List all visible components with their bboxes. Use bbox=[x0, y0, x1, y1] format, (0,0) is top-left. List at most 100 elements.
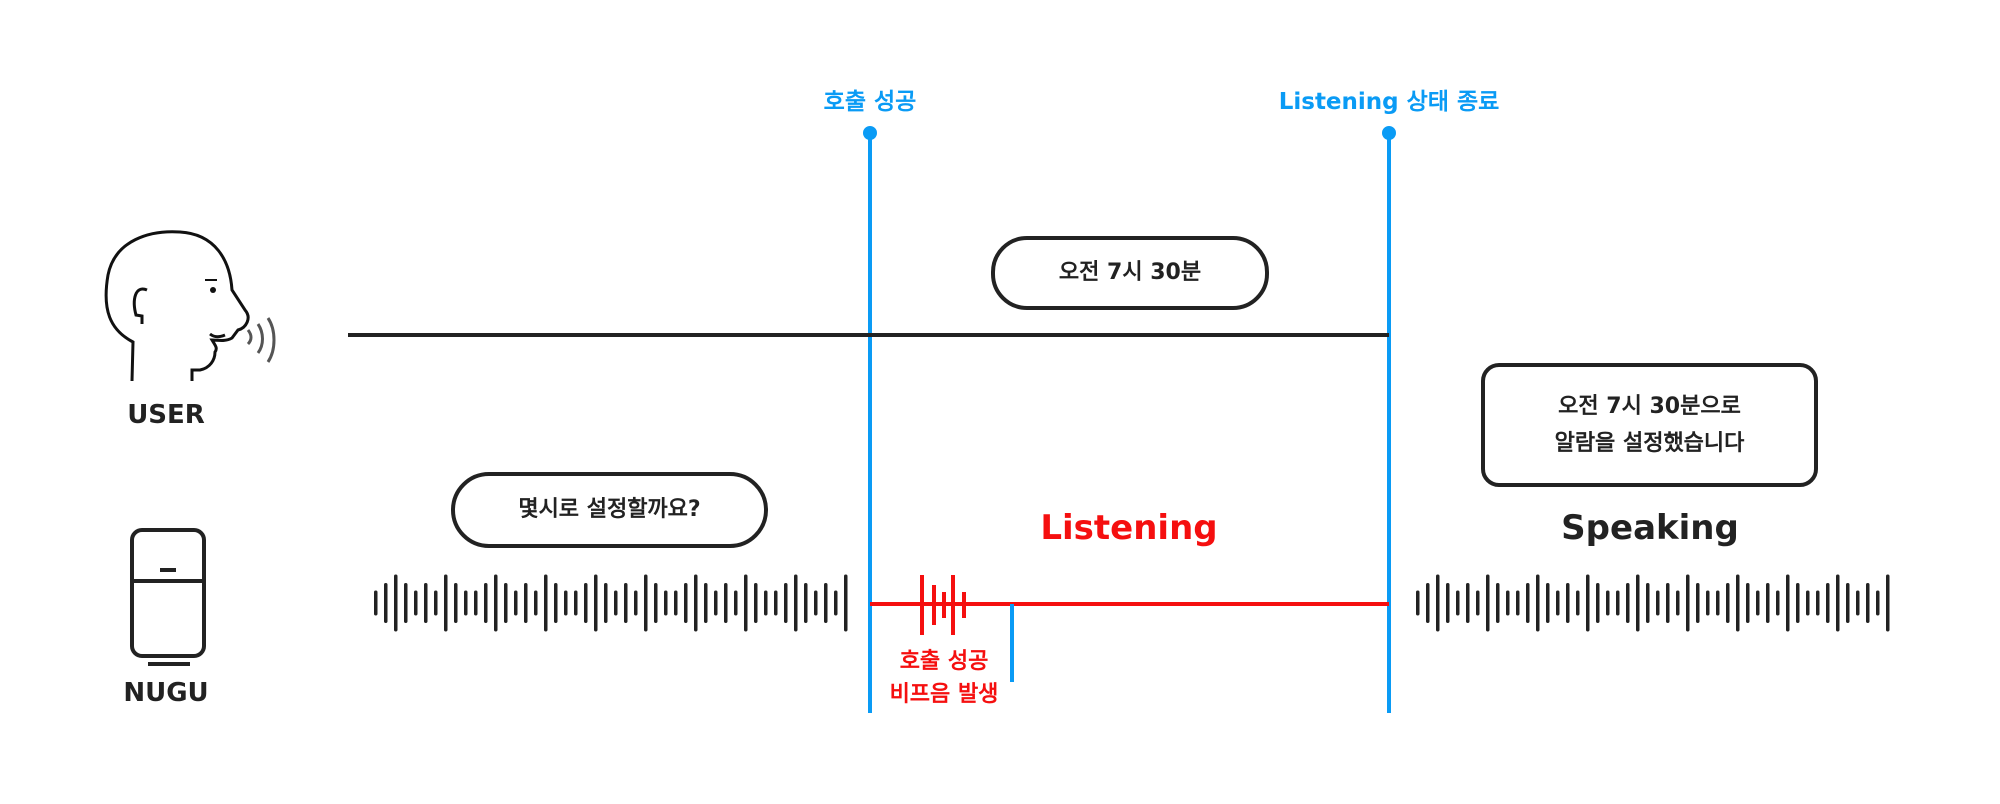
waveform-bar bbox=[1566, 583, 1570, 623]
waveform-bar bbox=[1476, 590, 1480, 616]
waveform-bar bbox=[1576, 590, 1580, 616]
waveform-bar bbox=[614, 590, 618, 616]
waveform-bar bbox=[1816, 590, 1820, 616]
waveform-bar bbox=[1666, 583, 1670, 623]
waveform-bar bbox=[1496, 583, 1500, 623]
waveform-bar bbox=[604, 583, 608, 623]
waveform-bar bbox=[514, 590, 518, 616]
speech-bubble-user: 오전 7시 30분 bbox=[991, 236, 1269, 310]
waveform-bar bbox=[1866, 583, 1870, 623]
waveform-bar bbox=[374, 590, 378, 616]
marker-label-call-success: 호출 성공 bbox=[823, 89, 917, 115]
waveform-bar bbox=[664, 590, 668, 616]
waveform-bar bbox=[404, 583, 408, 623]
waveform-bar bbox=[704, 583, 708, 623]
waveform-bar bbox=[774, 590, 778, 616]
waveform-bar bbox=[1486, 574, 1490, 632]
waveform-bar bbox=[384, 583, 388, 623]
waveform-bar bbox=[1876, 590, 1880, 616]
waveform-bar bbox=[1686, 574, 1690, 632]
waveform-bar bbox=[1416, 590, 1420, 616]
marker-line-call-success bbox=[868, 133, 872, 713]
waveform-bar bbox=[1656, 590, 1660, 616]
user-timeline bbox=[348, 333, 1389, 337]
waveform-bar bbox=[494, 574, 498, 632]
waveform-bar bbox=[594, 574, 598, 632]
waveform-bar bbox=[484, 583, 488, 623]
nugu-speaker-icon bbox=[130, 528, 206, 666]
speech-bubble-nugu-response: 오전 7시 30분으로 알람을 설정했습니다 bbox=[1481, 363, 1818, 487]
waveform-bar bbox=[794, 574, 798, 632]
waveform-bar bbox=[1546, 583, 1550, 623]
waveform-bar bbox=[1536, 574, 1540, 632]
nugu-response-waveform bbox=[1416, 574, 1890, 632]
waveform-bar bbox=[1506, 590, 1510, 616]
waveform-bar bbox=[654, 583, 658, 623]
listening-timeline bbox=[870, 602, 1389, 606]
waveform-bar bbox=[1796, 583, 1800, 623]
waveform-bar bbox=[624, 583, 628, 623]
waveform-bar bbox=[804, 583, 808, 623]
waveform-bar bbox=[1636, 574, 1640, 632]
waveform-bar bbox=[1846, 583, 1850, 623]
user-utterance-text: 오전 7시 30분 bbox=[1058, 260, 1202, 286]
waveform-bar bbox=[394, 574, 398, 632]
waveform-bar bbox=[574, 590, 578, 616]
waveform-bar bbox=[734, 590, 738, 616]
waveform-bar bbox=[1836, 574, 1840, 632]
waveform-bar bbox=[414, 590, 418, 616]
waveform-bar bbox=[524, 583, 528, 623]
waveform-bar bbox=[584, 583, 588, 623]
waveform-bar bbox=[784, 583, 788, 623]
waveform-bar bbox=[1556, 590, 1560, 616]
beep-note-line2: 비프음 발생 bbox=[889, 682, 999, 707]
waveform-bar bbox=[1426, 583, 1430, 623]
waveform-bar bbox=[814, 590, 818, 616]
waveform-bar bbox=[1586, 574, 1590, 632]
waveform-bar bbox=[1676, 590, 1680, 616]
nugu-question-waveform bbox=[374, 574, 848, 632]
waveform-bar bbox=[1826, 583, 1830, 623]
waveform-bar bbox=[674, 590, 678, 616]
waveform-bar bbox=[534, 590, 538, 616]
actor-label-user: USER bbox=[127, 400, 205, 430]
waveform-bar bbox=[1806, 590, 1810, 616]
waveform-bar bbox=[1886, 574, 1890, 632]
waveform-bar bbox=[434, 590, 438, 616]
waveform-bar bbox=[684, 583, 688, 623]
waveform-bar bbox=[844, 574, 848, 632]
waveform-bar bbox=[1646, 583, 1650, 623]
waveform-bar bbox=[1766, 583, 1770, 623]
waveform-bar bbox=[1756, 590, 1760, 616]
waveform-bar bbox=[1726, 583, 1730, 623]
waveform-bar bbox=[1716, 590, 1720, 616]
waveform-bar bbox=[1746, 583, 1750, 623]
waveform-bar bbox=[1786, 574, 1790, 632]
waveform-bar bbox=[644, 574, 648, 632]
beep-note: 호출 성공 비프음 발생 bbox=[890, 645, 999, 711]
waveform-bar bbox=[1446, 583, 1450, 623]
waveform-bar bbox=[1776, 590, 1780, 616]
waveform-bar bbox=[714, 590, 718, 616]
beep-end-marker bbox=[1010, 604, 1014, 682]
waveform-bar bbox=[564, 590, 568, 616]
nugu-response-line1: 오전 7시 30분으로 bbox=[1558, 393, 1741, 419]
waveform-bar bbox=[1696, 583, 1700, 623]
waveform-bar bbox=[694, 574, 698, 632]
user-head-icon bbox=[104, 230, 276, 382]
waveform-bar bbox=[1626, 583, 1630, 623]
waveform-bar bbox=[1456, 590, 1460, 616]
waveform-bar bbox=[454, 583, 458, 623]
waveform-bar bbox=[1706, 590, 1710, 616]
waveform-bar bbox=[1466, 583, 1470, 623]
waveform-bar bbox=[834, 590, 838, 616]
nugu-response-line2: 알람을 설정했습니다 bbox=[1554, 431, 1745, 456]
beep-sound-icon bbox=[920, 575, 966, 635]
waveform-bar bbox=[1736, 574, 1740, 632]
waveform-bar bbox=[504, 583, 508, 623]
waveform-bar bbox=[754, 583, 758, 623]
waveform-bar bbox=[634, 590, 638, 616]
state-label-listening: Listening bbox=[1040, 508, 1218, 548]
waveform-bar bbox=[1606, 590, 1610, 616]
waveform-bar bbox=[424, 583, 428, 623]
